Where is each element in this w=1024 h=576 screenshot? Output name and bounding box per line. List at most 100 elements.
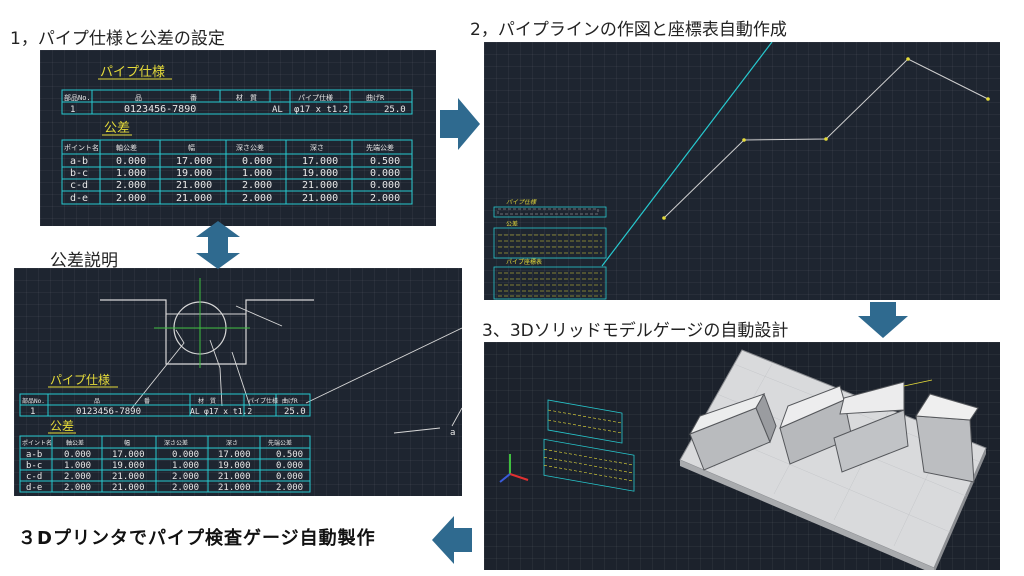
pipeline-panel: パイプ仕様 公差 パイプ座標表: [484, 42, 1000, 300]
tol-cell: 21.000: [176, 180, 212, 191]
tol-cell: 2.000: [116, 193, 146, 204]
tol-cell: 2.000: [242, 180, 272, 191]
tol-cell: 17.000: [302, 156, 338, 167]
explain-spec-cell: φ17 x t1.2: [204, 407, 252, 416]
step3-caption: 3、3Dソリッドモデルゲージの自動設計: [482, 321, 789, 341]
tol-header-point: ポイント名: [64, 143, 99, 152]
explain-spec-header: 品: [94, 398, 100, 405]
spec-header-hin: 品: [135, 94, 142, 102]
explain-spec-header: 番: [144, 398, 150, 405]
spec-header-material: 材 質: [236, 93, 257, 102]
explain-spec-cell: 25.0: [284, 407, 306, 417]
explain-tol-cell: 1.000: [172, 461, 199, 471]
explain-tol-cell: c-d: [26, 472, 42, 482]
tol-header-tip: 先端公差: [366, 143, 394, 152]
explain-tol-cell: 19.000: [112, 461, 145, 471]
explain-tol-header: 先端公差: [268, 439, 292, 447]
explain-spec-header: 曲げR: [282, 397, 298, 405]
explain-tol-cell: 2.000: [64, 483, 91, 493]
explain-spec-header: パイプ仕様: [248, 397, 278, 405]
explain-tol-cell: 0.000: [276, 472, 303, 482]
tolerance-explanation-drawing: a パイプ仕様 部品No. 品 番 材 質 パイプ仕様 曲げR 1 012345…: [19, 278, 462, 493]
pipeline-point: [662, 216, 666, 220]
double-vertical-arrow-icon: [196, 221, 240, 269]
explain-tol-cell: 2.000: [172, 483, 199, 493]
tol-header-depth: 深さ: [310, 143, 324, 152]
tol-cell: 0.000: [370, 180, 400, 191]
final-caption: ３Dプリンタでパイプ検査ゲージ自動製作: [18, 528, 376, 549]
explain-tol-cell: 2.000: [276, 483, 303, 493]
explain-tol-cell: 21.000: [218, 472, 251, 482]
explain-tol-header: 深さ公差: [164, 439, 188, 447]
spec-bendr: 25.0: [384, 105, 406, 115]
spec-tolerance-drawing: パイプ仕様 部品No. 品 番 材 質 パイプ仕様 曲げR 1 0123456-…: [61, 65, 413, 205]
spec-tolerance-panel: パイプ仕様 部品No. 品 番 材 質 パイプ仕様 曲げR 1 0123456-…: [40, 50, 436, 226]
explain-tol-cell: 21.000: [112, 472, 145, 482]
explain-tol-header: 幅: [124, 439, 130, 447]
explain-tol-cell: 21.000: [218, 483, 251, 493]
explain-tol-cell: 0.000: [64, 450, 91, 460]
explain-spec-header: 部品No.: [22, 397, 45, 405]
axis-triad-icon: [499, 454, 529, 483]
step1-caption: 1，パイプ仕様と公差の設定: [10, 29, 225, 49]
explain-tol-cell: 17.000: [112, 450, 145, 460]
mini-coord-title: パイプ座標表: [506, 258, 542, 266]
tol-cell: 21.000: [302, 193, 338, 204]
explain-tol-header: ポイント名: [22, 439, 52, 447]
callout-a-label: a: [450, 428, 455, 438]
tol-cell: 2.000: [116, 180, 146, 191]
pipeline-point: [906, 57, 910, 61]
solid-model-panel: [484, 342, 1000, 570]
explain-spec-cell: 0123456-7890: [76, 407, 141, 417]
tol-cell: 0.000: [242, 156, 272, 167]
tol-cell: 0.500: [370, 156, 400, 167]
explain-tol-header: 深さ: [226, 439, 238, 447]
leader-line: [601, 42, 773, 267]
tol-cell: a-b: [70, 156, 88, 167]
tolerance-table-title: 公差: [104, 121, 130, 136]
pipeline-point: [986, 97, 990, 101]
explain-tol-cell: 21.000: [112, 483, 145, 493]
spec-number: 0123456-7890: [124, 104, 196, 115]
explain-tol-cell: 0.000: [172, 450, 199, 460]
explain-tol-cell: 0.500: [276, 450, 303, 460]
mini-spec-title: パイプ仕様: [506, 198, 537, 206]
mini-tol-title: 公差: [506, 220, 518, 228]
tol-cell: 2.000: [370, 193, 400, 204]
step2-caption: 2，パイプラインの作図と座標表自動作成: [470, 20, 787, 40]
tol-cell: 19.000: [176, 168, 212, 179]
tol-cell: 0.000: [370, 168, 400, 179]
tol-cell: 2.000: [242, 193, 272, 204]
tol-cell: b-c: [70, 168, 88, 179]
tol-header-width: 幅: [188, 143, 195, 152]
explain-tol-cell: 17.000: [218, 450, 251, 460]
spec-partno: 1: [70, 105, 75, 115]
tol-cell: 19.000: [302, 168, 338, 179]
explain-spec-header: 材 質: [198, 397, 216, 405]
spec-table-title: パイプ仕様: [100, 65, 165, 80]
explain-tol-cell: 2.000: [64, 472, 91, 482]
explain-tol-cell: d-e: [26, 483, 42, 493]
explain-spec-cell: 1: [30, 407, 35, 417]
tol-cell: 21.000: [302, 180, 338, 191]
tol-cell: 21.000: [176, 193, 212, 204]
tol-cell: 17.000: [176, 156, 212, 167]
explain-tol-cell: a-b: [26, 450, 42, 460]
spec-header-ban: 番: [190, 94, 197, 102]
pipeline-drawing: パイプ仕様 公差 パイプ座標表: [493, 42, 990, 300]
left-arrow-icon: [432, 516, 472, 564]
tolerance-explanation-panel: a パイプ仕様 部品No. 品 番 材 質 パイプ仕様 曲げR 1 012345…: [14, 268, 462, 496]
tol-cell: c-d: [70, 180, 88, 191]
tol-cell: 1.000: [242, 168, 272, 179]
spec-header-partno: 部品No.: [64, 93, 91, 102]
down-arrow-icon: [858, 302, 908, 338]
explain-tol-cell: 2.000: [172, 472, 199, 482]
solid-model-drawing: [499, 349, 987, 570]
tol-cell: 1.000: [116, 168, 146, 179]
explain-spec-title: パイプ仕様: [50, 373, 110, 387]
tol-cell: 0.000: [116, 156, 146, 167]
spec-header-bendr: 曲げR: [366, 93, 385, 102]
explain-tol-title: 公差: [50, 419, 74, 433]
explain-spec-cell: AL: [190, 407, 200, 416]
tol-header-axis: 軸公差: [116, 143, 137, 152]
